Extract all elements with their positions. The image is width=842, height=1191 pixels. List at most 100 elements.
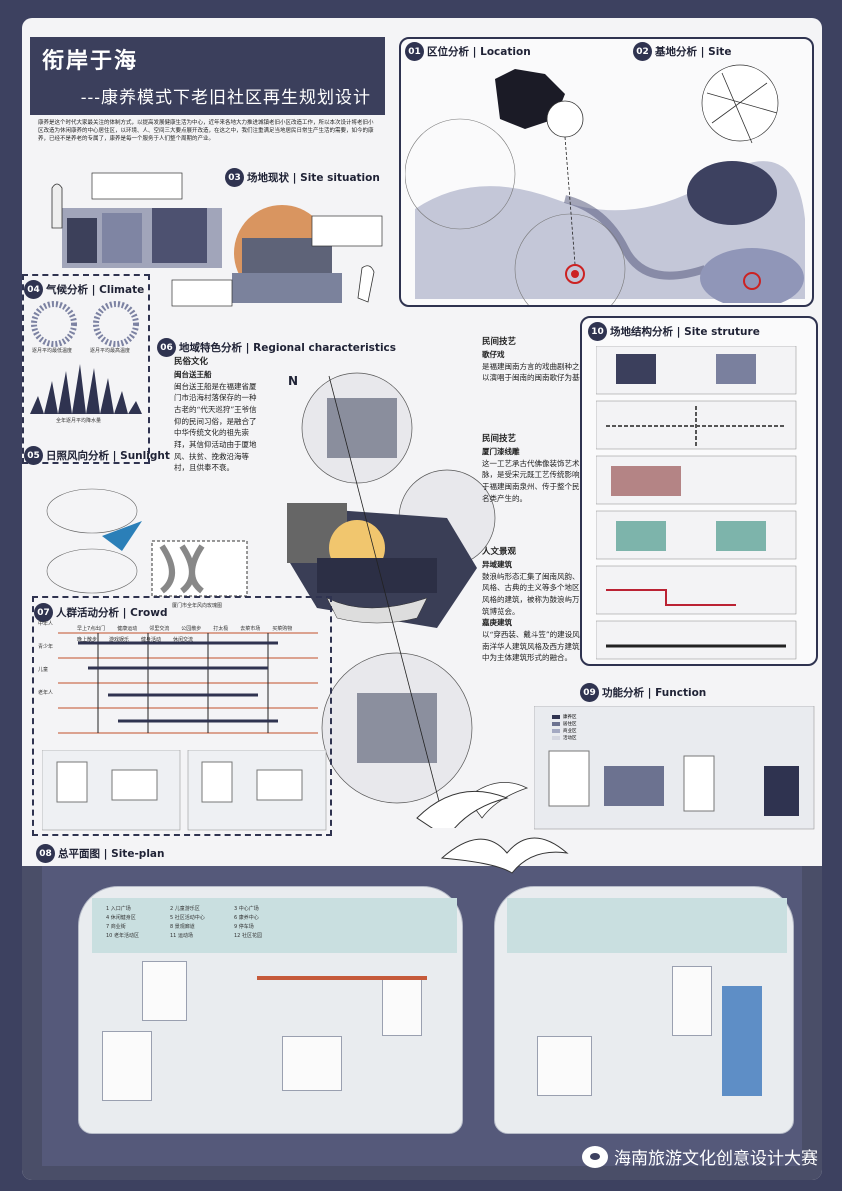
climate-panel [22,274,150,464]
title-block: 衔岸于海 ---康养模式下老旧社区再生规划设计 [30,37,385,115]
function-diagram [534,706,815,830]
climate-caption-3: 全年逐月平均降水量 [56,418,102,424]
section-number: 01 [405,42,424,61]
folk-culture-heading: 民俗文化 [174,357,209,367]
site-situation-illustration [51,172,383,307]
section-label-08: 08 总平面图 | Site-plan [36,844,164,863]
folk-culture-body: 闽台送王船是在福建省厦门市沿海村落保存的一种古老的“代天巡狩”王爷信仰的民间习俗… [174,381,257,473]
crowd-activity-network [58,632,318,734]
folk-art-2-body: 这一工艺承古代佛像装饰艺术的遗脉，是受宋元既工艺传统影响起源于福建闽南泉州、传于… [482,458,595,503]
crowd-activity: 买菜购物 [272,626,293,632]
crowd-panel [32,596,332,836]
crowd-role: 老年人 [38,690,54,696]
crowd-activity: 早上7点出门 [77,626,106,632]
seagull-icon [440,837,569,874]
crowd-activity: 健身活动 [141,637,162,643]
site-structure-diagrams [596,346,797,660]
climate-caption-2: 逐月平均最高温度 [90,348,131,354]
crowd-role: 中年人 [38,621,54,627]
section-number: 09 [580,683,599,702]
folk-art-2-subheading: 厦门漆线雕 [482,447,520,457]
section-title: 场地现状 | Site situation [247,172,380,184]
section-label-04: 04 气候分析 | Climate [24,280,144,299]
folk-culture-text: 民俗文化 闽台送王船 闽台送王船是在福建省厦门市沿海村落保存的一种古老的“代天巡… [174,356,262,474]
humanity-landscape-text: 人文景观 异域建筑 鼓浪屿形态汇集了闽南风韵、西洋风格、古典的主义等多个地区多种… [482,546,597,664]
folk-art-1-subheading: 歌仔戏 [482,350,505,360]
section-title: 人群活动分析 | Crowd [56,607,168,619]
section-number: 05 [24,446,43,465]
legend-item: 5 社区活动中心 [170,915,205,921]
section-label-09: 09 功能分析 | Function [580,683,706,702]
climate-radial-charts [31,301,139,347]
section-title: 场地结构分析 | Site struture [610,326,760,338]
section-number: 10 [588,322,607,341]
legend-item: 7 商业街 [106,924,126,930]
folk-art-1-heading: 民间技艺 [482,337,517,347]
section-title: 气候分析 | Climate [46,284,145,296]
section-number: 03 [225,168,244,187]
section-title: 基地分析 | Site [655,46,732,58]
poster-subtitle: ---康养模式下老旧社区再生规划设计 [80,88,371,108]
crowd-role: 儿童 [38,667,49,673]
folk-art-2-text: 民间技艺 厦门漆线雕 这一工艺承古代佛像装饰艺术的遗脉，是受宋元既工艺传统影响起… [482,433,597,504]
legend-item: 3 中心广场 [234,906,259,912]
site-structure-panel [580,316,818,666]
humanity-body-2: 以“穿西装、戴斗笠”的建设风格在南洋华人建筑风格及西方建筑形式中为主体建筑形式的… [482,629,595,663]
legend-item: 11 运动场 [170,933,193,939]
crowd-activity: 健康运动 [117,626,138,632]
legend-item: 1 入口广场 [106,906,131,912]
section-label-02: 02 基地分析 | Site [633,42,731,61]
function-legend-item: 康养区 [563,715,577,720]
humanity-subheading-2: 嘉庚建筑 [482,618,512,628]
crowd-activity: 游戏娱乐 [109,637,130,643]
legend-item: 9 停车场 [234,924,254,930]
poster-sheet: 衔岸于海 ---康养模式下老旧社区再生规划设计 康养是这个时代大家最关注的体制方… [22,18,822,1180]
sunlight-diagram [46,488,248,597]
legend-item: 12 社区花园 [234,933,262,939]
section-number: 04 [24,280,43,299]
function-legend-item: 居住区 [563,722,577,727]
climate-caption-1: 逐月平均最低温度 [32,348,73,354]
section-label-10: 10 场地结构分析 | Site struture [588,322,760,341]
regional-collage [287,372,529,828]
crowd-activity: 公园散步 [181,626,202,632]
section-number: 08 [36,844,55,863]
crowd-activity: 休闲交流 [173,637,194,643]
humanity-subheading-1: 异域建筑 [482,560,512,570]
legend-item: 8 景观廊道 [170,924,195,930]
wind-rose-caption: 厦门市全年风向玫瑰图 [172,603,223,609]
site-plan-legend: 1 入口广场 2 儿童游乐区 3 中心广场 4 休闲健身区 5 社区活动中心 6… [106,906,294,940]
crowd-activities: 早上7点出门 健康运动 邻里交流 公园散步 打太极 去菜市场 买菜购物 晚上散步… [77,626,322,644]
crowd-activity: 去菜市场 [240,626,261,632]
poster-title: 衔岸于海 [42,48,139,74]
crowd-site-thumbnails [42,750,327,831]
section-label-07: 07 人群活动分析 | Crowd [34,603,167,622]
humanity-heading: 人文景观 [482,547,517,557]
section-label-05: 05 日照风向分析 | Sunlight [24,446,170,465]
crowd-activity: 邻里交流 [149,626,170,632]
watermark: 海南旅游文化创意设计大赛 [582,1144,818,1169]
crowd-role: 青少年 [38,644,54,650]
crowd-roles: 中年人 青少年 儿童 老年人 [38,621,68,697]
crowd-activity: 晚上散步 [77,637,98,643]
legend-item: 6 康养中心 [234,915,259,921]
folk-art-2-heading: 民间技艺 [482,434,517,444]
legend-item: 2 儿童游乐区 [170,906,200,912]
site-analysis-maps [687,64,804,303]
folk-art-1-body: 是福建闽南方言的戏曲剧种之一，以演唱于闽南的闽南歌仔为基础。 [482,361,595,383]
intro-paragraph: 康养是这个时代大家最关注的体制方式，以提高发展健康生活为中心，近年来各地大力推进… [38,120,374,142]
watermark-text: 海南旅游文化创意设计大赛 [614,1149,818,1169]
section-title: 日照风向分析 | Sunlight [46,450,170,462]
function-legend-item: 商业区 [563,729,577,734]
site-plan: 1 入口广场 2 儿童游乐区 3 中心广场 4 休闲健身区 5 社区活动中心 6… [22,866,822,1180]
section-label-01: 01 区位分析 | Location [405,42,531,61]
section-title: 区位分析 | Location [427,46,531,58]
precipitation-chart [30,364,142,414]
section-title: 功能分析 | Function [602,687,707,699]
section-number: 06 [157,338,176,357]
function-legend: 康养区 居住区 商业区 活动区 [552,714,577,741]
crowd-activity: 打太极 [213,626,229,632]
wechat-icon [582,1145,608,1168]
folk-art-1-text: 民间技艺 歌仔戏 是福建闽南方言的戏曲剧种之一，以演唱于闽南的闽南歌仔为基础。 [482,336,597,384]
section-label-06: 06 地域特色分析 | Regional characteristics [157,338,396,357]
